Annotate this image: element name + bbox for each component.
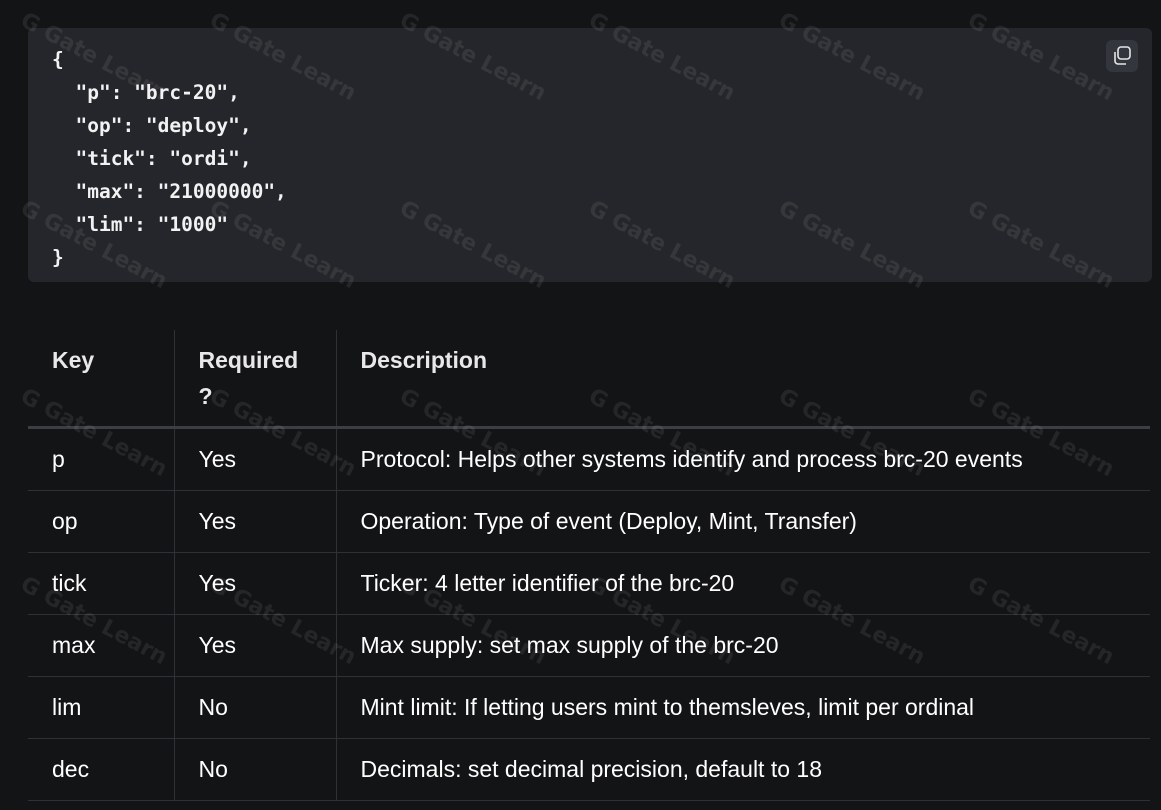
table-row: tick Yes Ticker: 4 letter identifier of … <box>28 552 1150 615</box>
cell-required: Yes <box>173 552 336 615</box>
cell-description: Protocol: Helps other systems identify a… <box>335 427 1150 491</box>
keys-table-wrapper: Key Required ? Description p Yes Protoco… <box>28 330 1150 801</box>
header-required: Required ? <box>173 330 336 429</box>
code-line: "tick": "ordi", <box>52 147 252 170</box>
cell-description: Ticker: 4 letter identifier of the brc-2… <box>335 552 1150 615</box>
cell-key: tick <box>28 552 174 615</box>
table-row: op Yes Operation: Type of event (Deploy,… <box>28 490 1150 553</box>
table-row: dec No Decimals: set decimal precision, … <box>28 738 1150 801</box>
code-line: "op": "deploy", <box>52 114 252 137</box>
code-line: { <box>52 48 64 71</box>
cell-key: dec <box>28 738 174 801</box>
copy-icon <box>1114 46 1131 65</box>
cell-key: p <box>28 427 174 491</box>
cell-key: op <box>28 490 174 553</box>
cell-required: No <box>173 676 336 739</box>
cell-required: No <box>173 738 336 801</box>
cell-key: lim <box>28 676 174 739</box>
table-row: lim No Mint limit: If letting users mint… <box>28 676 1150 739</box>
cell-required: Yes <box>173 427 336 491</box>
cell-description: Max supply: set max supply of the brc-20 <box>335 614 1150 677</box>
code-line: "max": "21000000", <box>52 180 287 203</box>
code-line: "p": "brc-20", <box>52 81 240 104</box>
cell-description: Mint limit: If letting users mint to the… <box>335 676 1150 739</box>
cell-description: Operation: Type of event (Deploy, Mint, … <box>335 490 1150 553</box>
code-line: "lim": "1000" <box>52 213 229 236</box>
keys-table: Key Required ? Description p Yes Protoco… <box>28 330 1150 801</box>
cell-required: Yes <box>173 614 336 677</box>
copy-button[interactable] <box>1106 40 1138 72</box>
cell-key: max <box>28 614 174 677</box>
code-block: { "p": "brc-20", "op": "deploy", "tick":… <box>28 28 1152 282</box>
code-line: } <box>52 246 64 269</box>
table-row: p Yes Protocol: Helps other systems iden… <box>28 427 1150 491</box>
header-description: Description <box>335 330 1150 429</box>
header-required-label: Required ? <box>198 347 299 409</box>
table-header-row: Key Required ? Description <box>28 330 1150 429</box>
cell-required: Yes <box>173 490 336 553</box>
header-key: Key <box>28 330 174 429</box>
cell-description: Decimals: set decimal precision, default… <box>335 738 1150 801</box>
code-content: { "p": "brc-20", "op": "deploy", "tick":… <box>52 43 287 274</box>
table-row: max Yes Max supply: set max supply of th… <box>28 614 1150 677</box>
